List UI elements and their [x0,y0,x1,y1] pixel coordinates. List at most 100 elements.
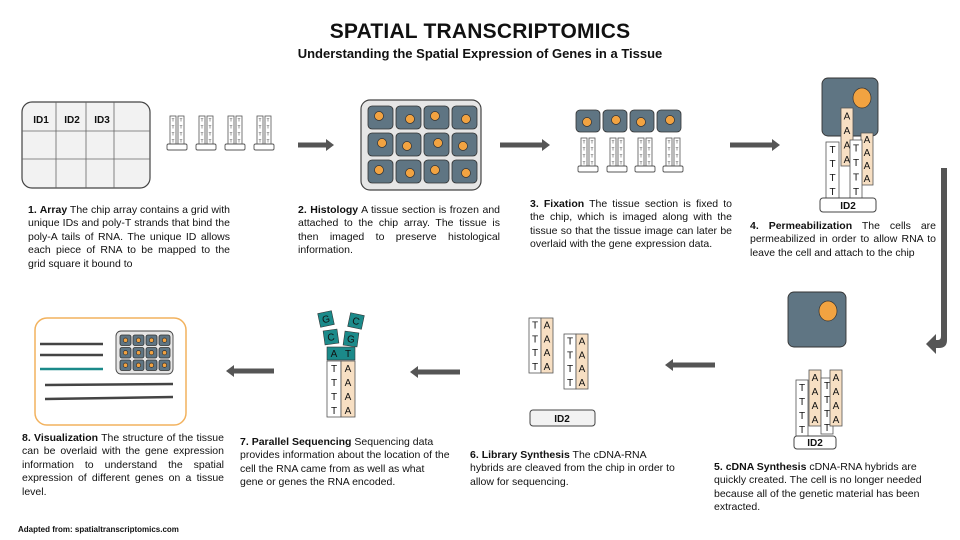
step-2-name: Histology [310,204,359,216]
sequencing-read-c: C [347,312,365,330]
sequencing-read-g-box [317,310,335,328]
sequencing-t-strand-letter: T [331,406,337,417]
tissue-nucleus [433,138,443,148]
tissue-nucleus [430,165,440,175]
poly-t-strand-letter: T [853,143,859,154]
library-id2-label: ID2 [554,414,570,425]
poly-t-strand-letter: T [799,383,805,394]
visualization-nucleus [148,337,155,343]
poly-t-strand-letter: T [799,397,805,408]
fixation-probe-strand-a-letter: T [668,146,671,151]
fixation-probe-strand-a-letter: T [640,160,643,165]
fixation-probe-strand-a-letter: T [640,146,643,151]
sequencing-a-strand-letter: A [345,364,352,375]
step-4-number: 4. [750,220,759,232]
array-probe-strand-b-letter: T [267,117,270,122]
sequencing-read-c-letter: C [327,332,336,344]
fixation-probe-strand-b-letter: T [620,139,623,144]
array-probe-strand-a-letter: T [172,131,175,136]
fixation-probe-strand-a-letter: T [612,153,615,158]
library-t-strand-letter: T [532,348,538,359]
step-2-text: A tissue section is frozen and attached … [298,204,501,257]
library-id2-tag [529,409,596,427]
poly-t-strand-letter: T [799,411,805,422]
tissue-nucleus [405,114,415,124]
tissue-nucleus [377,138,387,148]
fixation-probe-strand-a-letter: T [612,146,615,151]
step-5-name: cDNA Synthesis [725,461,807,473]
step-5-number: 5. [714,461,723,473]
expression-line [44,395,174,401]
library-t-strand-letter: T [532,362,538,373]
fixation-probe-strand-a-letter: T [583,153,586,158]
fixed-nucleus [636,117,646,127]
library-t-strand-letter: T [567,337,573,348]
tissue-nucleus [402,141,412,151]
array-probe-strand-a-letter: T [259,138,262,143]
cdna-nucleus [818,300,838,322]
array-probe-base [253,143,275,151]
poly-t-strand-letter: T [853,187,859,198]
fixation-probe-strand-b-letter: T [648,160,651,165]
array-probe-strand-b-letter: T [238,138,241,143]
step-1-name: Array [39,204,68,216]
array-probe-strand-a-letter: T [201,131,204,136]
step-1-number: 1. [28,204,37,216]
array-probe-base [224,143,246,151]
step-7-text: Sequencing data provides information abo… [240,436,450,489]
visualization-nucleus [122,337,129,343]
step-8-caption: 8. Visualization The structure of the ti… [22,432,224,499]
sequencing-t-strand-letter: T [331,364,337,375]
poly-t-strand-letter: T [829,159,835,170]
tissue-nucleus [405,168,415,178]
poly-t-strand-letter: T [853,158,859,169]
sequencing-read-at [326,346,356,361]
rna-poly-a-strand-letter: A [864,135,871,146]
id2-tag-label: ID2 [840,201,856,212]
step-6-caption: 6. Library Synthesis The cDNA-RNA hybrid… [470,449,680,489]
step-3-text: The tissue section is fixed to the chip,… [530,198,732,251]
fixed-nucleus [611,115,621,125]
visualization-nucleus [161,362,168,368]
step-5-caption: 5. cDNA Synthesis cDNA-RNA hybrids are q… [714,461,928,515]
fixation-probe-strand-b-letter: T [648,146,651,151]
sequencing-read-t-letter: T [345,349,351,360]
fixation-probe-strand-b-letter: T [648,139,651,144]
array-probe-strand-a-letter: T [201,124,204,129]
step-6-name: Library Synthesis [481,449,570,461]
fixation-probe-strand-a-letter: T [583,139,586,144]
fixation-probe-strand-b-letter: T [676,153,679,158]
step-4-name: Permeabilization [768,220,853,232]
step-8-text: The structure of the tissue can be overl… [22,432,224,498]
step-1-caption: 1. Array The chip array contains a grid … [28,204,230,271]
library-a-strand-letter: A [579,350,586,361]
cdna-strand-a [829,369,843,427]
rna-poly-a-strand-letter: A [864,148,871,159]
fixation-probe-strand-b-letter: T [591,160,594,165]
fixation-probe-strand-b-letter: T [676,146,679,151]
library-a-strand [540,317,554,374]
fixation-probe-strand-b-letter: T [591,139,594,144]
step-1-text: The chip array contains a grid with uniq… [28,204,230,270]
array-probe-strand-a-letter: T [230,131,233,136]
poly-t-strand-letter: T [853,172,859,183]
fixation-probe-base [662,165,684,173]
cdna-strand-a-letter: A [812,415,819,426]
step-4-text: The cells are permeabilized in order to … [750,220,936,259]
rna-poly-a-strand-letter: A [844,155,851,166]
cdna-strand-t-letter: T [824,381,830,392]
cdna-strand-t-letter: T [824,423,830,434]
fixation-probe-strand-a-letter: T [583,146,586,151]
step-5-text: cDNA-RNA hybrids are quickly created. Th… [714,461,922,514]
fixation-probe-base [606,165,628,173]
array-probe-strand-a-letter: T [230,124,233,129]
sequencing-read-g: G [342,330,360,348]
array-probe-strand-b-letter: T [209,138,212,143]
sequencing-a-strand-letter: A [345,392,352,403]
fixation-probe-strand-b-letter: T [620,153,623,158]
step-arrow-5-6 [665,359,715,371]
fixation-probe-strand-a-letter: T [612,139,615,144]
sequencing-read-c-box [322,328,340,346]
array-probe-strand-b-letter: T [267,131,270,136]
library-a-strand-letter: A [579,378,586,389]
